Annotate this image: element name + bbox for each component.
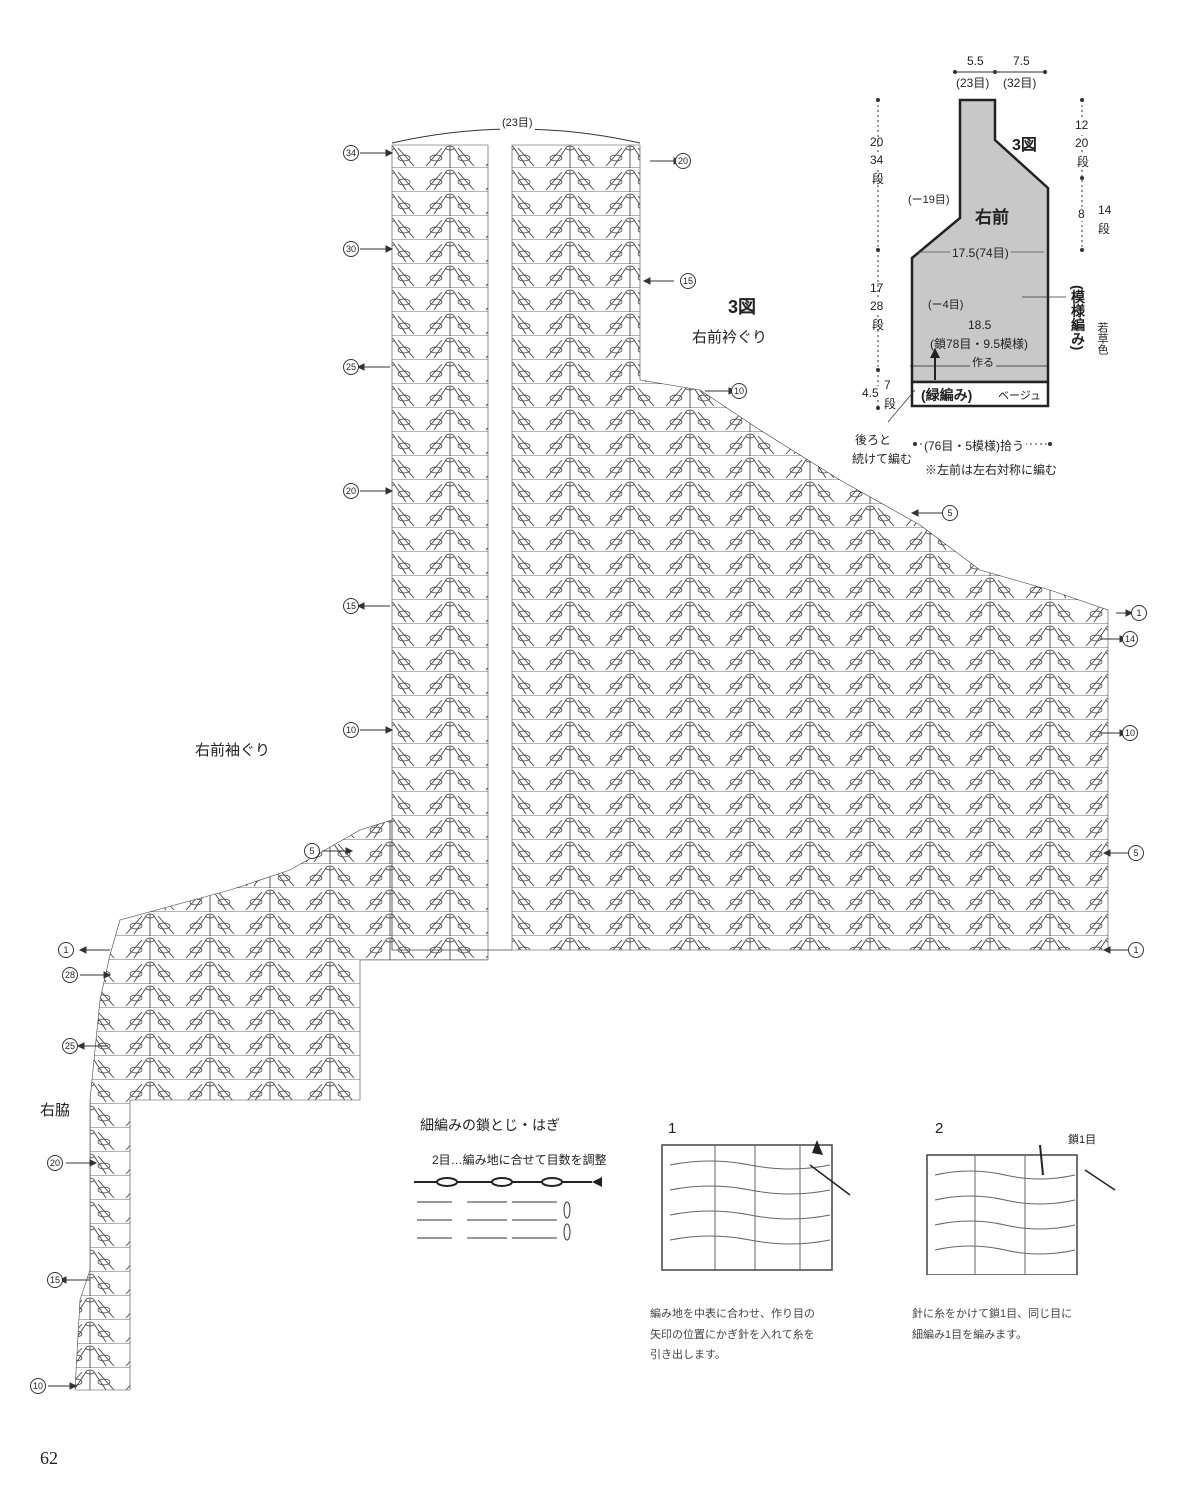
border-label: (緑編み) <box>921 387 973 403</box>
row-marker-left: 5 <box>304 843 320 859</box>
row-marker-left: 30 <box>343 241 359 257</box>
step-1-text: 引き出します。 <box>650 1349 726 1361</box>
row-marker-left: 20 <box>47 1155 63 1171</box>
pickup-note: (76目・5模様)拾う <box>922 437 1027 454</box>
row-marker-right: 1 <box>1131 605 1147 621</box>
row-marker-left: 15 <box>47 1272 63 1288</box>
row-marker-left: 20 <box>343 483 359 499</box>
left-dim-rows: 7 <box>884 378 891 392</box>
step-1-number: 1 <box>668 1120 677 1137</box>
piece-name: 右前 <box>975 208 1009 227</box>
row-marker-right: 5 <box>942 505 958 521</box>
make-label: 作る <box>970 354 996 370</box>
width-bottom: 18.5 <box>968 318 992 332</box>
technique-note: 2目…編み地に合せて目数を調整 <box>432 1153 607 1167</box>
row-marker-right: 20 <box>675 153 691 169</box>
mirror-note: ※左前は左右対称に編む <box>925 463 1058 477</box>
continue-note: 後ろと <box>855 433 892 447</box>
chart-title: 3図 <box>728 297 757 317</box>
left-dim-unit: 段 <box>884 397 897 411</box>
row-marker-left: 34 <box>343 145 359 161</box>
color-label: 若草色 <box>1096 322 1108 355</box>
right-dim-unit: 段 <box>1098 222 1111 236</box>
step-1-illustration <box>661 1140 851 1271</box>
step-2-label: 鎖1目 <box>1068 1134 1097 1146</box>
decrease-2: (ー4目) <box>928 299 964 311</box>
chain-count: (鎖78目・9.5模様) <box>930 337 1029 351</box>
step-1-text: 矢印の位置にかぎ針を入れて糸を <box>650 1329 815 1341</box>
schematic-top-dim: 7.5 <box>1013 54 1030 68</box>
pattern-label: (模様編み) <box>1070 285 1086 351</box>
row-marker-left: 10 <box>343 722 359 738</box>
row-marker-right: 14 <box>1122 631 1138 647</box>
row-marker-left: 25 <box>62 1038 78 1054</box>
row-marker-right: 10 <box>1122 725 1138 741</box>
page-number: 62 <box>40 1448 58 1468</box>
schematic-top-count: (23目) <box>956 76 990 90</box>
row-marker-right: 5 <box>1128 845 1144 861</box>
left-dim-rows: 34 <box>870 153 884 167</box>
right-dim-rows: 20 <box>1075 136 1089 150</box>
row-marker-left: 25 <box>343 359 359 375</box>
width-mid: 17.5(74目) <box>950 244 1011 261</box>
row-marker-right: 10 <box>731 383 747 399</box>
neck-label: 右前衿ぐり <box>692 329 768 346</box>
row-marker-right: 15 <box>680 273 696 289</box>
left-dim-cm: 20 <box>870 135 884 149</box>
row-marker-right: 1 <box>1128 942 1144 958</box>
schematic-top-dim: 5.5 <box>967 54 984 68</box>
left-dim-unit: 段 <box>872 172 885 186</box>
row-marker-left: 15 <box>343 598 359 614</box>
left-dim-cm: 4.5 <box>862 386 879 400</box>
right-dim-unit: 段 <box>1077 153 1090 170</box>
technique-title: 細編みの鎖とじ・はぎ <box>420 1117 560 1133</box>
seam-chart <box>414 1177 602 1241</box>
left-dim-unit: 段 <box>872 318 885 332</box>
right-dim-rows: 14 <box>1098 203 1112 217</box>
border-color: ベージュ <box>998 390 1042 402</box>
step-2-illustration <box>926 1145 1116 1275</box>
left-dim-cm: 17 <box>870 281 884 295</box>
row-marker-left: 1 <box>58 942 74 958</box>
left-dim-rows: 28 <box>870 299 884 313</box>
continue-note: 続けて編む <box>852 452 913 466</box>
step-1-text: 編み地を中表に合わせ、作り目の <box>650 1308 815 1320</box>
row-marker-left: 10 <box>30 1378 46 1394</box>
right-dim-cm: 12 <box>1075 118 1089 132</box>
step-2-number: 2 <box>935 1120 944 1137</box>
armhole-label: 右前袖ぐり <box>195 742 271 759</box>
step-2-text: 針に糸をかけて鎖1目、同じ目に <box>912 1308 1073 1320</box>
schematic-fig-label: 3図 <box>1012 137 1037 154</box>
schematic-top-count: (32目) <box>1003 76 1037 90</box>
step-2-text: 細編み1目を編みます。 <box>912 1329 1028 1341</box>
side-label: 右脇 <box>40 1102 71 1119</box>
right-dim-cm: 8 <box>1078 207 1085 221</box>
row-marker-left: 28 <box>62 967 78 983</box>
decrease-1: (ー19目) <box>908 194 950 206</box>
top-width-label: (23目) <box>500 114 535 130</box>
